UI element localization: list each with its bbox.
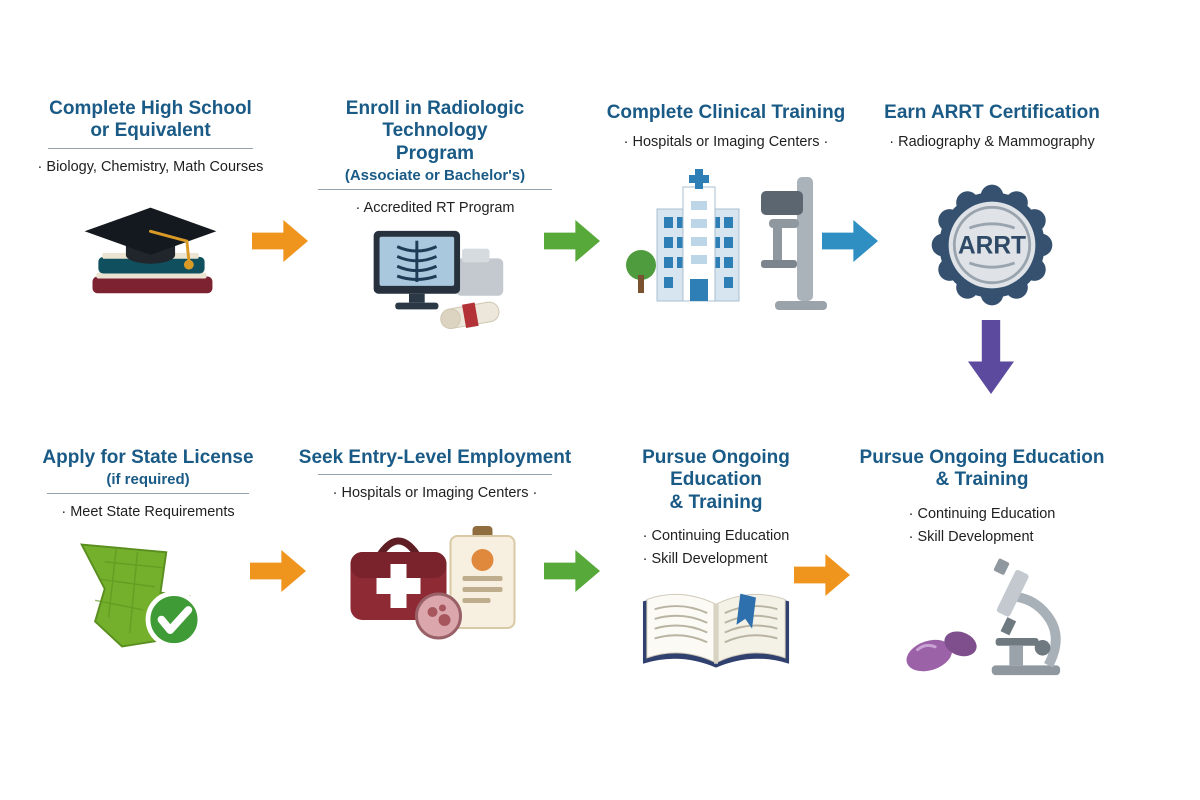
title-line: Pursue Ongoing Education bbox=[859, 447, 1105, 468]
step-state-license: Apply for State License (if required) · … bbox=[28, 447, 268, 658]
title-line: & Training bbox=[935, 469, 1029, 491]
step-title: Seek Entry-Level Employment bbox=[296, 447, 574, 469]
step-bullet: · Biology, Chemistry, Math Courses bbox=[37, 158, 264, 175]
step-bullet: · Meet State Requirements bbox=[61, 504, 235, 521]
step-bullet: · Radiography & Mammography bbox=[889, 134, 1095, 151]
microscope-specimens-icon bbox=[906, 558, 1061, 675]
step-title: Pursue Ongoing Education & Training bbox=[856, 447, 1108, 492]
title-underline bbox=[318, 474, 552, 476]
title-line: Apply for State License bbox=[42, 447, 254, 468]
step-title: Earn ARRT Certification bbox=[872, 102, 1112, 124]
step-title: Apply for State License bbox=[28, 447, 268, 469]
arrt-badge-text: ARRT bbox=[958, 233, 1026, 260]
state-map-checkmark-icon bbox=[79, 543, 203, 649]
title-line: Program bbox=[395, 142, 475, 164]
step-bullets: · Continuing Education · Skill Developme… bbox=[643, 524, 790, 570]
title-underline bbox=[318, 189, 552, 191]
step-arrt-certification: Earn ARRT Certification · Radiography & … bbox=[872, 102, 1112, 311]
step-title: Complete High School or Equivalent bbox=[28, 98, 273, 143]
title-line: Seek Entry-Level Employment bbox=[298, 447, 572, 468]
xray-monitor-diploma-icon bbox=[373, 231, 503, 330]
title-line: & Training bbox=[669, 491, 763, 513]
step-bullet: · Hospitals or Imaging Centers · bbox=[623, 134, 829, 151]
medical-bag-id-card-icon bbox=[350, 526, 516, 640]
title-line: Complete Clinical Training bbox=[606, 102, 846, 123]
step-subtitle: (Associate or Bachelor's) bbox=[344, 167, 526, 185]
title-underline bbox=[47, 147, 254, 149]
title-line: Earn ARRT Certification bbox=[884, 102, 1100, 123]
title-line: Enroll in Radiologic Technology bbox=[345, 98, 525, 142]
step-clinical-training: Complete Clinical Training · Hospitals o… bbox=[598, 102, 854, 315]
step-bullet: · Hospitals or Imaging Centers · bbox=[332, 485, 538, 502]
open-book-icon bbox=[642, 593, 789, 668]
title-line: Complete High School bbox=[49, 98, 252, 119]
step-ongoing-education-2: Pursue Ongoing Education & Training · Co… bbox=[856, 447, 1108, 679]
title-line: or Equivalent bbox=[90, 120, 211, 142]
arrow-step4-step8 bbox=[968, 320, 1014, 394]
step-bullet: · Skill Development bbox=[908, 528, 1034, 545]
title-underline bbox=[47, 493, 249, 495]
step-complete-high-school: Complete High School or Equivalent · Bio… bbox=[28, 98, 273, 306]
step-bullet: · Continuing Education bbox=[908, 505, 1056, 522]
step-bullet: · Skill Development bbox=[642, 551, 768, 568]
arrt-certification-badge-icon: ARRT bbox=[931, 185, 1053, 306]
step-title: Complete Clinical Training bbox=[598, 102, 854, 124]
hospital-imaging-machine-icon bbox=[625, 169, 827, 311]
graduation-cap-books-icon bbox=[84, 207, 217, 294]
step-entry-level-employment: Seek Entry-Level Employment · Hospitals … bbox=[296, 447, 574, 646]
step-title: Pursue Ongoing Education & Training bbox=[596, 447, 836, 514]
step-enroll-rt-program: Enroll in Radiologic Technology Program … bbox=[296, 98, 574, 333]
step-bullet: · Continuing Education bbox=[642, 528, 790, 545]
step-bullet: · Accredited RT Program bbox=[355, 200, 515, 217]
step-subtitle: (if required) bbox=[106, 471, 190, 489]
step-ongoing-education-1: Pursue Ongoing Education & Training · Co… bbox=[596, 447, 836, 690]
step-bullets: · Continuing Education · Skill Developme… bbox=[909, 502, 1056, 548]
title-line: Pursue Ongoing Education bbox=[642, 447, 790, 491]
step-title: Enroll in Radiologic Technology Program bbox=[296, 98, 574, 165]
